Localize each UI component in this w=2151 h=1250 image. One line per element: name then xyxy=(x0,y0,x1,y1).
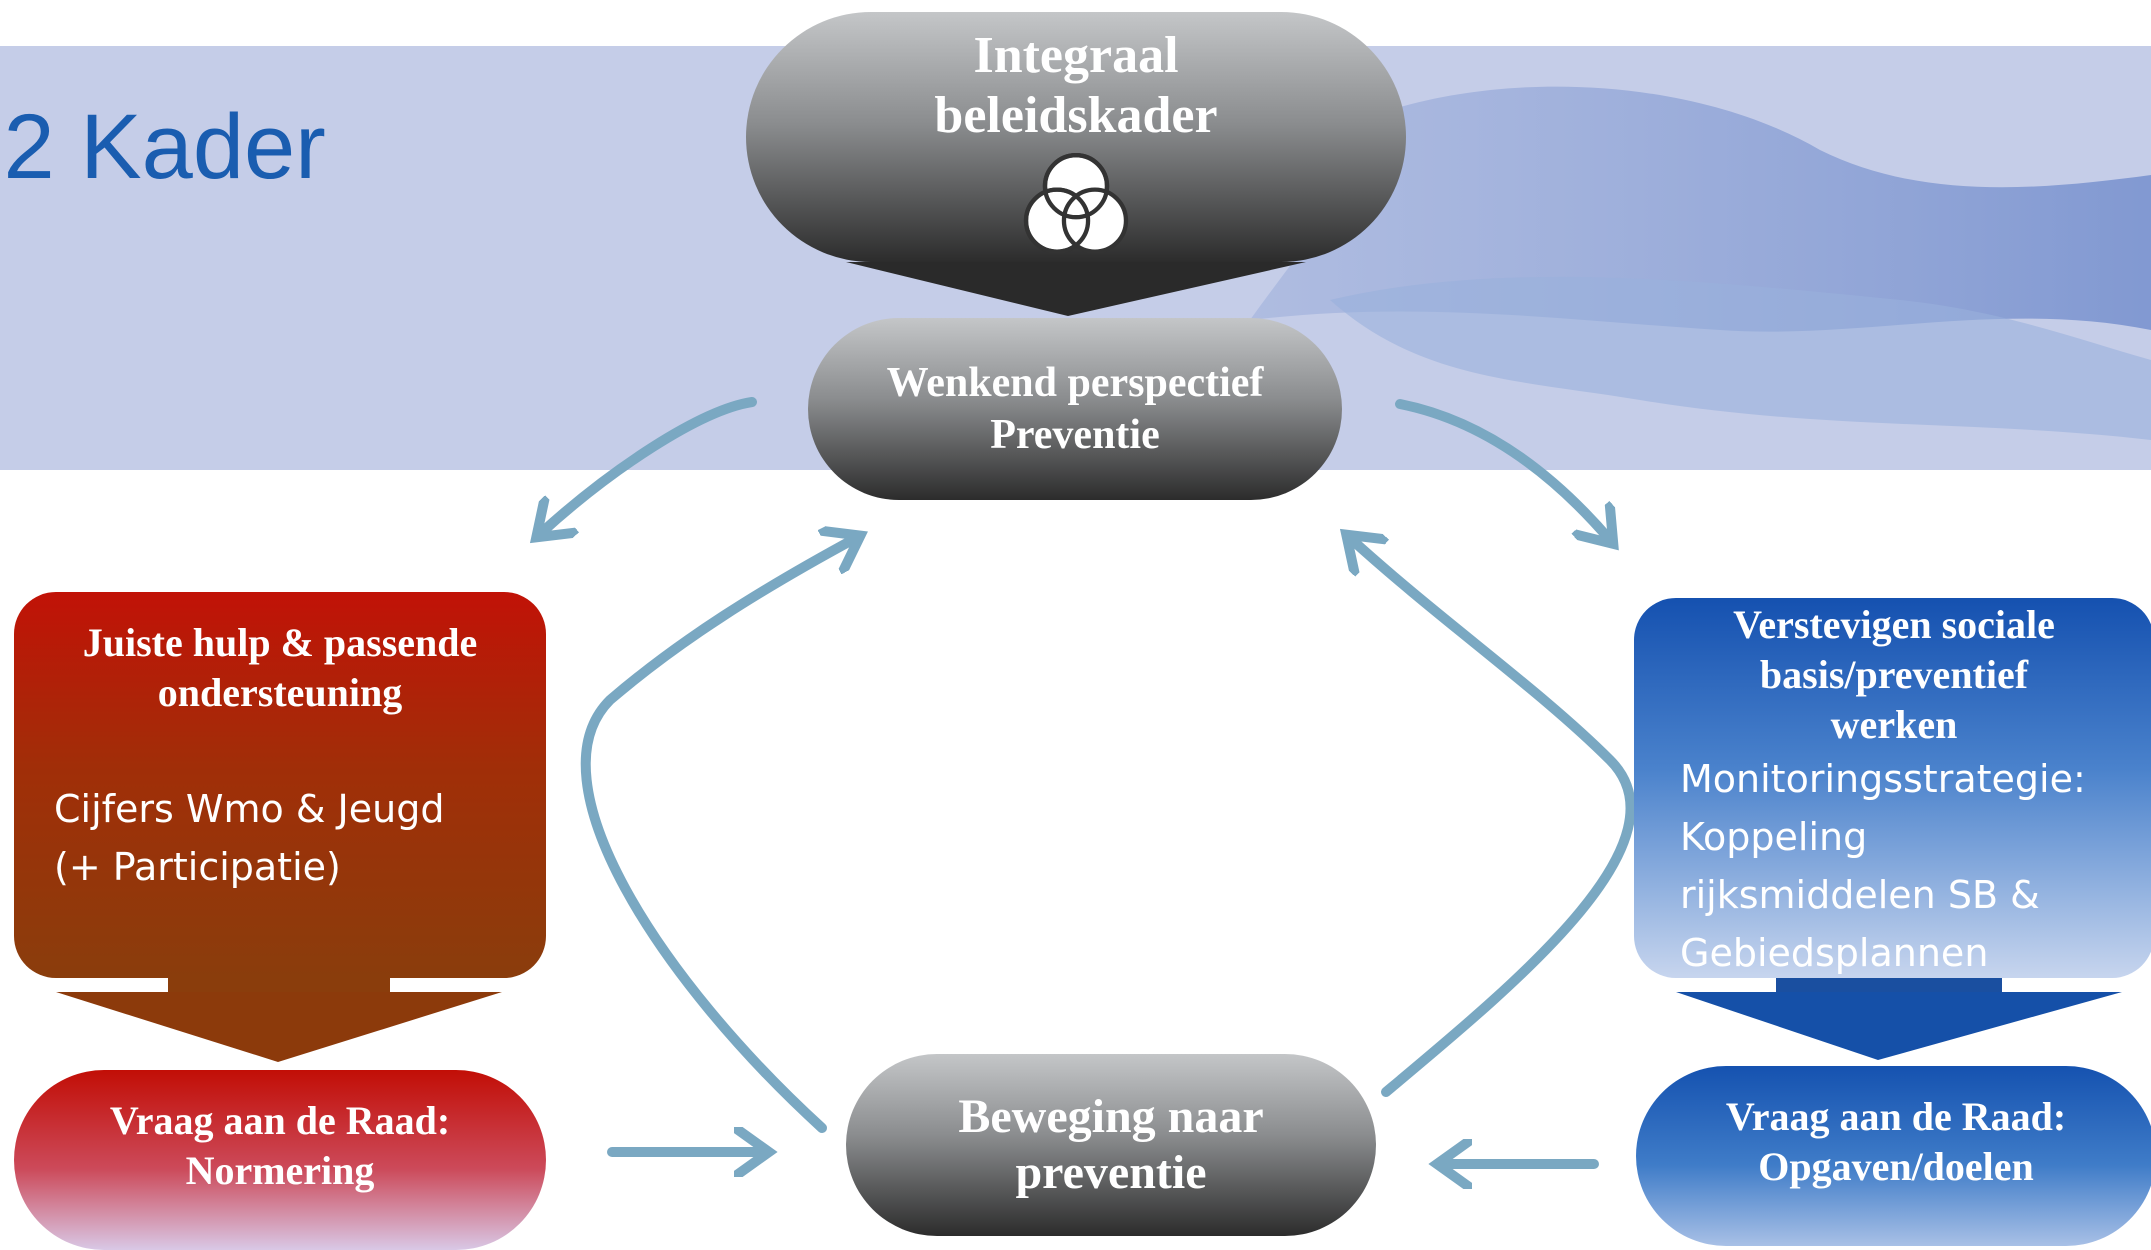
box-right-body: Monitoringsstrategie: Koppeling rijksmid… xyxy=(1634,750,2151,982)
box-right-title: Verstevigen sociale basis/preventief wer… xyxy=(1634,598,2151,750)
down-arrow-top xyxy=(846,262,1306,316)
down-arrow-left xyxy=(56,992,502,1062)
node-bottom-line1: Beweging naar xyxy=(958,1090,1264,1143)
box-right-body-line3: rijksmiddelen SB & xyxy=(1680,873,2040,917)
box-right-title-line2: basis/preventief xyxy=(1759,652,2029,697)
pill-vraag-opgaven: Vraag aan de Raad: Opgaven/doelen xyxy=(1636,1066,2151,1246)
box-right-title-line1: Verstevigen sociale xyxy=(1733,602,2055,647)
node-beweging-naar-preventie: Beweging naar preventie xyxy=(846,1054,1376,1236)
box-right-body-line4: Gebiedsplannen xyxy=(1680,931,1989,975)
pill-left-line2: Normering xyxy=(185,1148,375,1193)
box-left-body-line2: (+ Participatie) xyxy=(54,845,341,889)
box-right-body-line1: Monitoringsstrategie: xyxy=(1680,757,2086,801)
node-mid-line1: Wenkend perspectief xyxy=(886,360,1264,406)
down-arrow-left-stem xyxy=(168,978,390,992)
box-right-body-line2: Koppeling xyxy=(1680,815,1868,859)
arrow-to-right-box xyxy=(1395,399,1610,540)
box-left-title-line1: Juiste hulp & passende xyxy=(82,620,478,665)
box-left-title-line2: ondersteuning xyxy=(157,670,403,715)
arrow-left-loop xyxy=(580,538,856,1133)
pill-right-line2: Opgaven/doelen xyxy=(1758,1144,2034,1189)
pill-right-line1: Vraag aan de Raad: xyxy=(1725,1094,2067,1139)
arrow-right-loop xyxy=(1350,538,1636,1097)
node-integraal-beleidskader: Integraal beleidskader xyxy=(746,12,1406,262)
down-arrow-right xyxy=(1676,992,2122,1060)
pill-left-line1: Vraag aan de Raad: xyxy=(109,1098,451,1143)
box-left-body-line1: Cijfers Wmo & Jeugd xyxy=(54,787,445,831)
arrow-to-left-box xyxy=(540,397,757,534)
node-top-line2: beleidskader xyxy=(934,87,1218,144)
box-right-title-line3: werken xyxy=(1830,702,1958,747)
node-wenkend-perspectief: Wenkend perspectief Preventie xyxy=(808,318,1342,500)
node-mid-line2: Preventie xyxy=(990,412,1160,458)
down-arrow-right-stem xyxy=(1776,978,2002,992)
box-juiste-hulp: Juiste hulp & passende ondersteuning Cij… xyxy=(14,592,546,978)
slide-title: .2 Kader xyxy=(0,96,326,198)
three-circles-icon xyxy=(1023,153,1129,254)
pill-vraag-normering: Vraag aan de Raad: Normering xyxy=(14,1070,546,1250)
node-top-line1: Integraal xyxy=(973,27,1179,84)
box-left-title: Juiste hulp & passende ondersteuning xyxy=(14,592,546,718)
box-left-body: Cijfers Wmo & Jeugd (+ Participatie) xyxy=(14,780,546,896)
box-verstevigen-sociale-basis: Verstevigen sociale basis/preventief wer… xyxy=(1634,598,2151,978)
node-bottom-line2: preventie xyxy=(1015,1146,1207,1199)
